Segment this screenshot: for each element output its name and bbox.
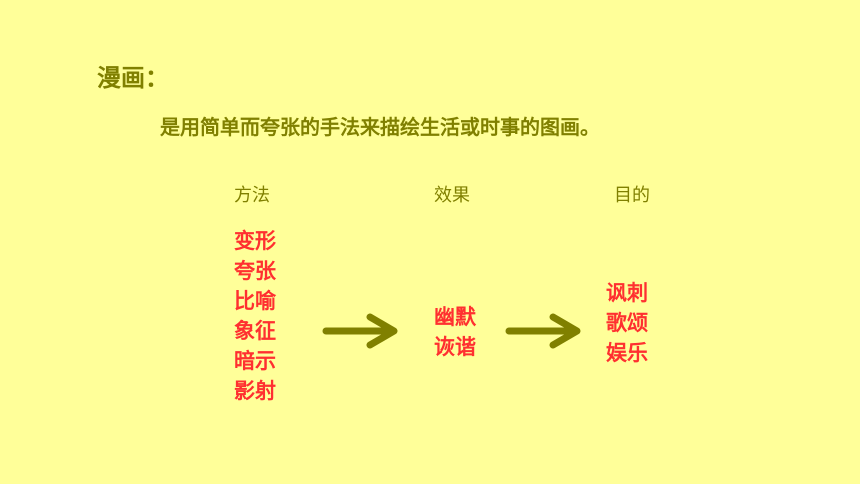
method-list: 变形 夸张 比喻 象征 暗示 影射 (234, 226, 276, 406)
effect-item: 幽默 (434, 305, 476, 329)
effect-item: 诙谐 (434, 335, 476, 359)
definition-text: 是用简单而夸张的手法来描绘生活或时事的图画。 (160, 115, 600, 139)
effect-header: 效果 (434, 185, 470, 206)
arrow-right-icon (322, 313, 398, 349)
purpose-header: 目的 (614, 185, 650, 206)
purpose-item: 歌颂 (606, 311, 648, 335)
purpose-item: 娱乐 (606, 341, 648, 365)
method-item: 比喻 (234, 289, 276, 313)
slide-title: 漫画： (97, 64, 169, 92)
method-item: 夸张 (234, 259, 276, 283)
method-item: 变形 (234, 229, 276, 253)
purpose-item: 讽刺 (606, 281, 648, 305)
method-item: 象征 (234, 319, 276, 343)
arrow-right-icon (505, 313, 581, 349)
purpose-list: 讽刺 歌颂 娱乐 (606, 278, 648, 368)
method-item: 影射 (234, 379, 276, 403)
effect-list: 幽默 诙谐 (434, 302, 476, 362)
method-header: 方法 (234, 185, 270, 206)
method-item: 暗示 (234, 349, 276, 373)
